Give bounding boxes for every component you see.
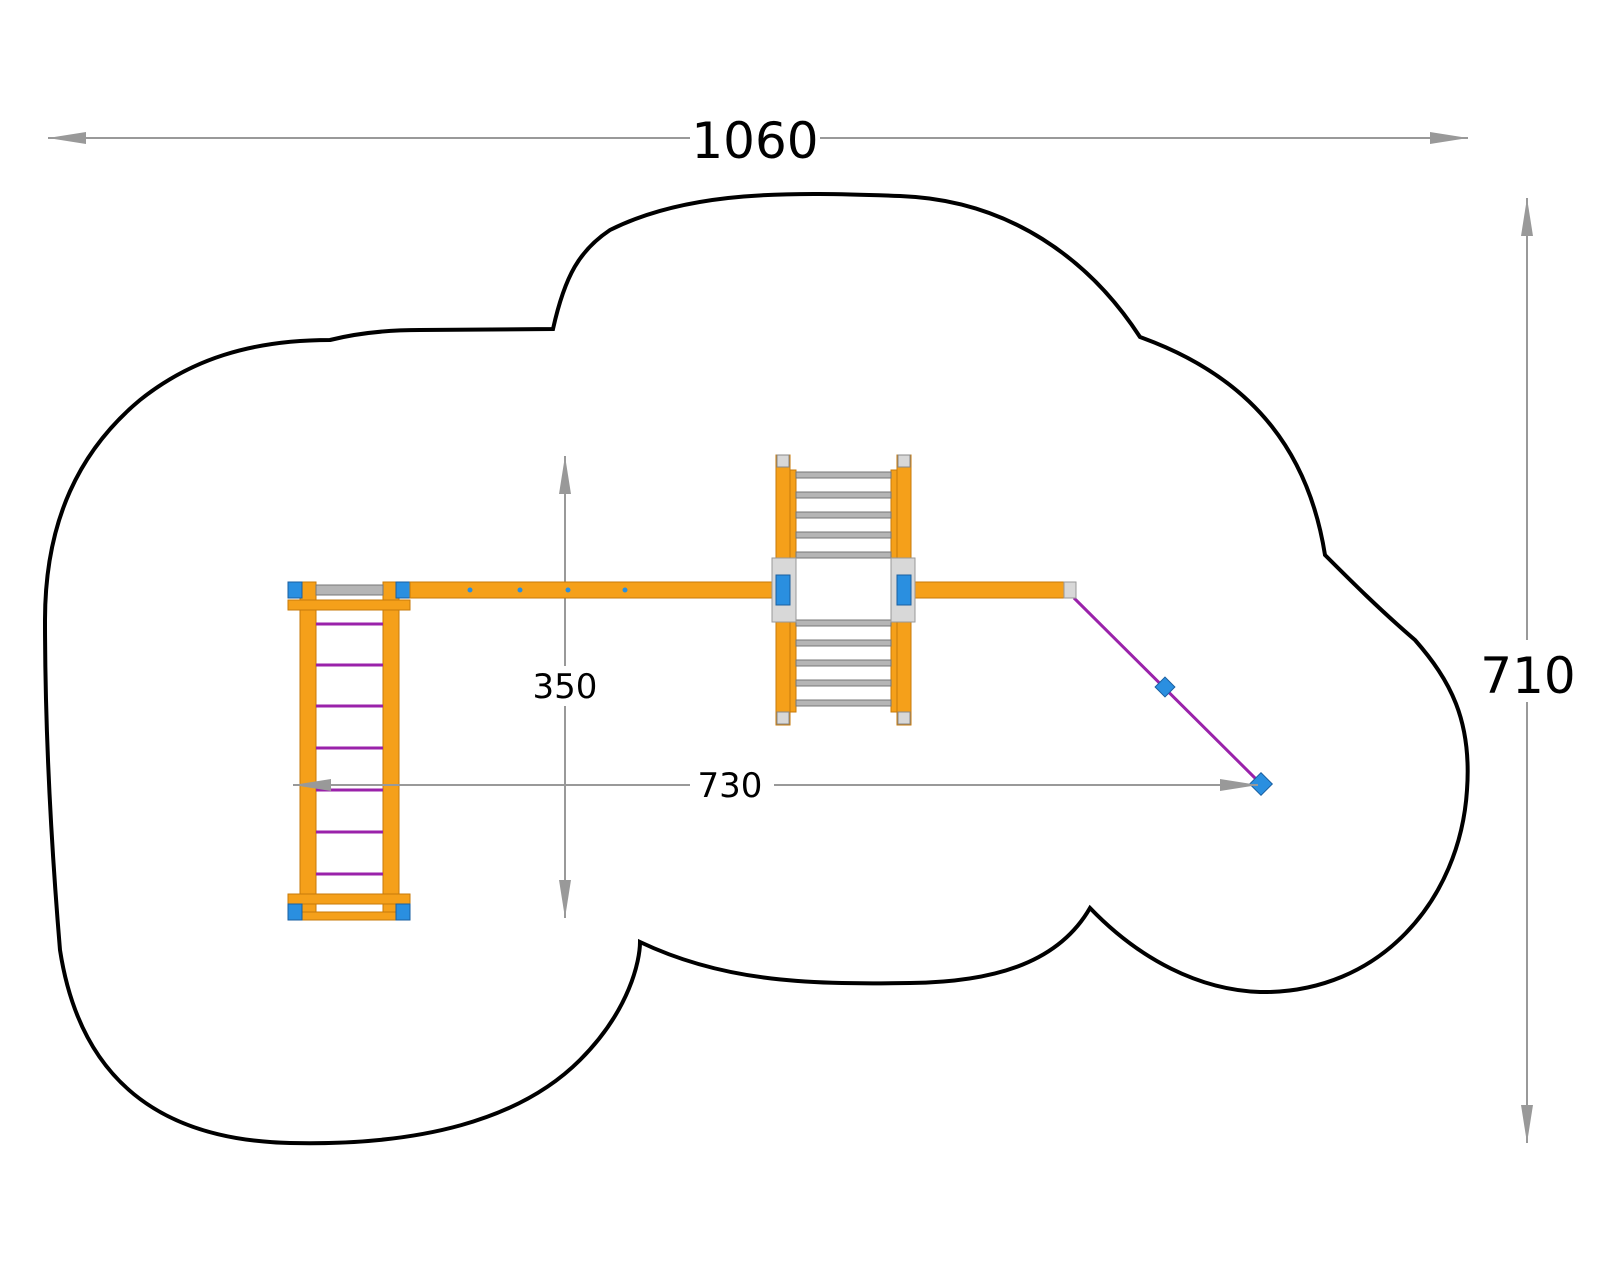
overall-width-label-bg bbox=[690, 110, 820, 166]
rope-ladder-structure bbox=[287, 581, 411, 921]
overall-width-label: 1060 bbox=[691, 112, 818, 170]
overall-depth-label: 710 bbox=[1480, 647, 1575, 705]
horizontal-ladder-bars bbox=[795, 471, 892, 707]
ladder-bar bbox=[795, 491, 892, 499]
square-connector-icon bbox=[775, 574, 791, 606]
inner-depth-label-bg bbox=[530, 666, 602, 706]
bolt-icon bbox=[467, 587, 473, 593]
post-cap-icon bbox=[897, 711, 911, 725]
square-connector-icon bbox=[1063, 581, 1077, 599]
inner-depth-label: 350 bbox=[533, 667, 598, 707]
safety-zone-outline bbox=[42, 191, 1470, 1146]
overall-depth-label-bg bbox=[1478, 640, 1578, 702]
ladder-bar bbox=[795, 619, 892, 627]
square-connector-icon bbox=[896, 574, 912, 606]
ladder-left-post bbox=[299, 581, 317, 917]
post-cap-icon bbox=[776, 454, 790, 468]
ladder-bottom-beam-2 bbox=[287, 911, 411, 921]
ladder-top-bar bbox=[315, 584, 384, 596]
ladder-bar bbox=[795, 471, 892, 479]
beam-segment-left bbox=[409, 581, 776, 599]
horizontal-beam bbox=[409, 581, 1075, 599]
ladder-bar bbox=[795, 531, 892, 539]
horizontal-ladder-structure bbox=[771, 454, 916, 726]
square-connector-icon bbox=[395, 903, 411, 921]
ladder-bar bbox=[795, 639, 892, 647]
ladder-bar bbox=[795, 511, 892, 519]
square-connector-icon bbox=[287, 581, 303, 599]
post-cap-icon bbox=[776, 711, 790, 725]
bolt-icon bbox=[565, 587, 571, 593]
ladder-bottom-beam bbox=[287, 893, 411, 905]
beam-segment-right bbox=[911, 581, 1075, 599]
ladder-bar bbox=[795, 679, 892, 687]
ladder-bar bbox=[795, 551, 892, 559]
ladder-bar bbox=[795, 659, 892, 667]
ladder-right-post bbox=[382, 581, 400, 917]
post-cap-icon bbox=[897, 454, 911, 468]
bolt-icon bbox=[517, 587, 523, 593]
ladder-bar bbox=[795, 699, 892, 707]
square-connector-icon bbox=[287, 903, 303, 921]
ladder-top-beam bbox=[287, 599, 411, 611]
inner-width-label-bg bbox=[690, 768, 774, 804]
rope-knot-icon bbox=[1154, 676, 1176, 698]
square-connector-icon bbox=[395, 581, 411, 599]
inner-width-label: 730 bbox=[698, 766, 763, 806]
bolt-icon bbox=[622, 587, 628, 593]
